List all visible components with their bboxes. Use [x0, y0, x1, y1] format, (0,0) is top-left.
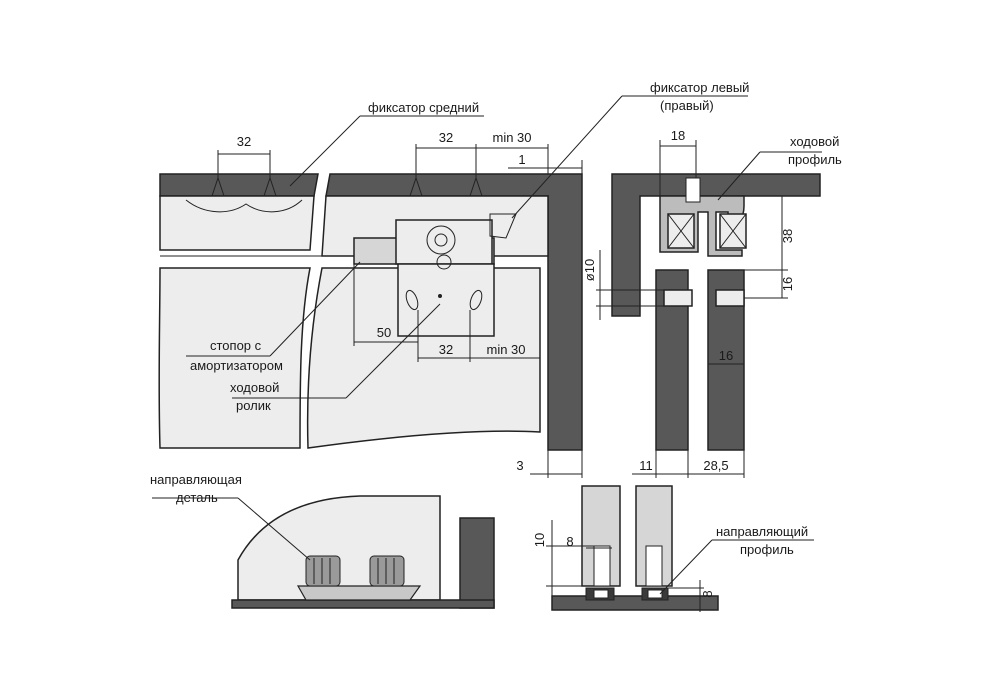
- dim-10-text: 10: [532, 533, 547, 547]
- label-fixator-middle-text: фиксатор средний: [368, 100, 479, 115]
- dim-38-text: 38: [780, 229, 795, 243]
- dim-phi10-text: ø10: [582, 259, 597, 281]
- label-guide-profile: направляющий профиль: [659, 524, 814, 595]
- label-guide-part-text-2: деталь: [176, 490, 218, 505]
- dimension-8-vertical: 8: [668, 580, 715, 612]
- side-view: 18 38 16 ø10 16 11 2: [582, 128, 842, 478]
- label-stopper: стопор с амортизатором: [186, 261, 361, 373]
- dim-32-left-text: 32: [237, 134, 251, 149]
- roller-left: [667, 213, 695, 249]
- guide-part-right: [369, 555, 405, 587]
- dimension-10: 10: [532, 520, 594, 604]
- guide-profile-view: 10 8 8 направляющий профиль: [532, 485, 814, 612]
- dimension-38-16: 38 16: [744, 195, 795, 299]
- label-fixator-left-text-1: фиксатор левый: [650, 80, 749, 95]
- front-view: 32 32 min 30 1 50 32 min 30: [158, 80, 749, 478]
- label-guide-profile-text-1: направляющий: [716, 524, 808, 539]
- dim-8-vertical-text: 8: [700, 590, 715, 597]
- dimension-bottom-row: 50 32 min 30: [353, 264, 541, 362]
- dim-16-vertical-text: 16: [780, 277, 795, 291]
- dim-28-5-text: 28,5: [703, 458, 728, 473]
- guide-part-left: [305, 555, 341, 587]
- dimension-32-left: 32: [217, 134, 271, 178]
- guide-wall-post: [459, 517, 495, 609]
- dimension-32-top: 32 min 30: [415, 130, 549, 178]
- dim-32-bottom-text: 32: [439, 342, 453, 357]
- dim-min30-top-text: min 30: [492, 130, 531, 145]
- label-guide-part-text-1: направляющая: [150, 472, 242, 487]
- dimension-16-horizontal: 16: [708, 348, 744, 365]
- label-fixator-middle: фиксатор средний: [289, 100, 484, 187]
- upper-door-left: [159, 195, 315, 251]
- ceiling-rail-left: [159, 173, 319, 197]
- dimension-11-28-5: 11 28,5: [632, 450, 745, 478]
- label-stopper-text-2: амортизатором: [190, 358, 283, 373]
- dim-18-text: 18: [671, 128, 685, 143]
- dimension-8-horizontal: 8: [566, 534, 612, 549]
- guide-profile-floor: [551, 595, 719, 611]
- dim-11-text: 11: [639, 458, 653, 473]
- roller-right: [719, 213, 747, 249]
- label-running-profile-text-2: профиль: [788, 152, 842, 167]
- lower-door-left: [158, 267, 311, 449]
- dim-50-text: 50: [377, 325, 391, 340]
- dim-32-top-text: 32: [439, 130, 453, 145]
- dim-1-text: 1: [518, 152, 525, 167]
- side-wall: [611, 173, 821, 317]
- label-running-roller-text-1: ходовой: [230, 380, 279, 395]
- label-guide-profile-text-2: профиль: [740, 542, 794, 557]
- dimension-3: 3: [516, 450, 583, 478]
- dim-8-horizontal-text: 8: [566, 534, 573, 549]
- dim-min30-bottom-text: min 30: [486, 342, 525, 357]
- guide-floor: [231, 599, 495, 609]
- label-running-roller: ходовой ролик: [230, 303, 441, 413]
- dim-3-text: 3: [516, 458, 523, 473]
- dim-16-horizontal-text: 16: [719, 348, 733, 363]
- label-running-roller-text-2: ролик: [236, 398, 271, 413]
- guide-detail-view: направляющая деталь: [150, 472, 495, 609]
- label-stopper-text-1: стопор с: [210, 338, 262, 353]
- label-fixator-left: фиксатор левый (правый): [511, 80, 749, 219]
- label-fixator-left-text-2: (правый): [660, 98, 714, 113]
- label-running-profile: ходовой профиль: [717, 134, 842, 201]
- label-running-profile-text-1: ходовой: [790, 134, 839, 149]
- running-roller-carriage: [353, 213, 517, 337]
- dimension-phi10: ø10: [582, 250, 668, 320]
- dimension-18: 18: [659, 128, 697, 196]
- dimension-1: 1: [508, 152, 583, 174]
- label-guide-part: направляющая деталь: [150, 472, 311, 561]
